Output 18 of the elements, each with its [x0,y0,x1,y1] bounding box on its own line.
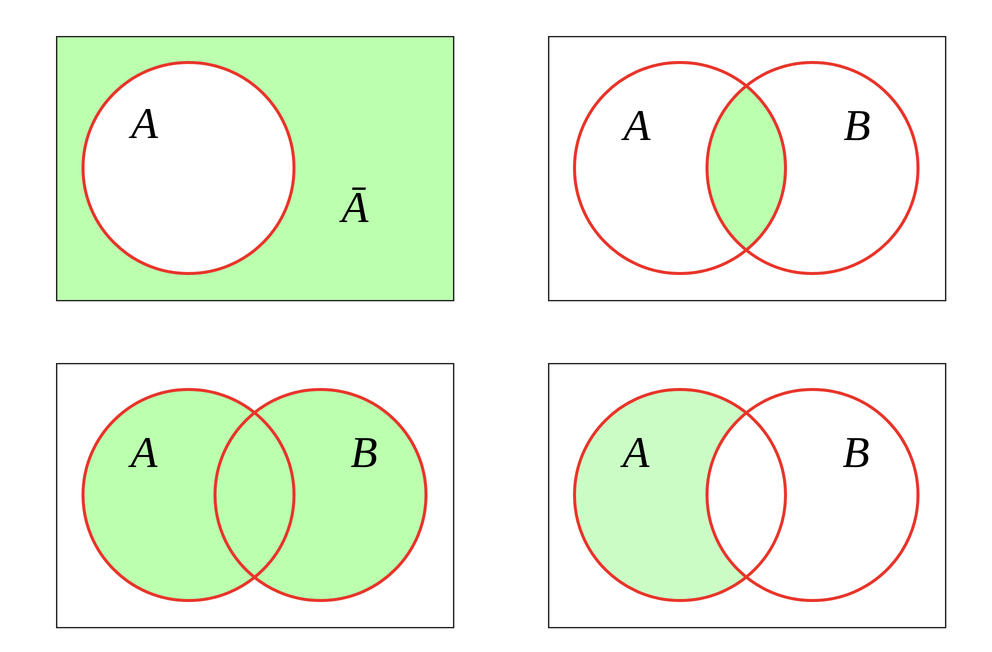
set-label: A [621,110,651,140]
set-circle [214,388,428,602]
set-circle [706,61,920,275]
set-label: A [620,438,650,467]
set-circle [573,61,787,275]
set-circle [82,388,296,602]
set-label: A [128,438,158,467]
set-circle [573,388,787,602]
set-label: A [128,108,158,138]
venn-panel [548,36,946,302]
set-label: B [844,111,870,140]
complement-label: Ā [339,188,369,222]
set-circle [706,388,920,602]
set-circle [82,61,296,275]
set-label: B [842,438,868,468]
venn-panel [548,363,946,628]
venn-panel [56,363,454,628]
set-label: B [350,438,376,468]
